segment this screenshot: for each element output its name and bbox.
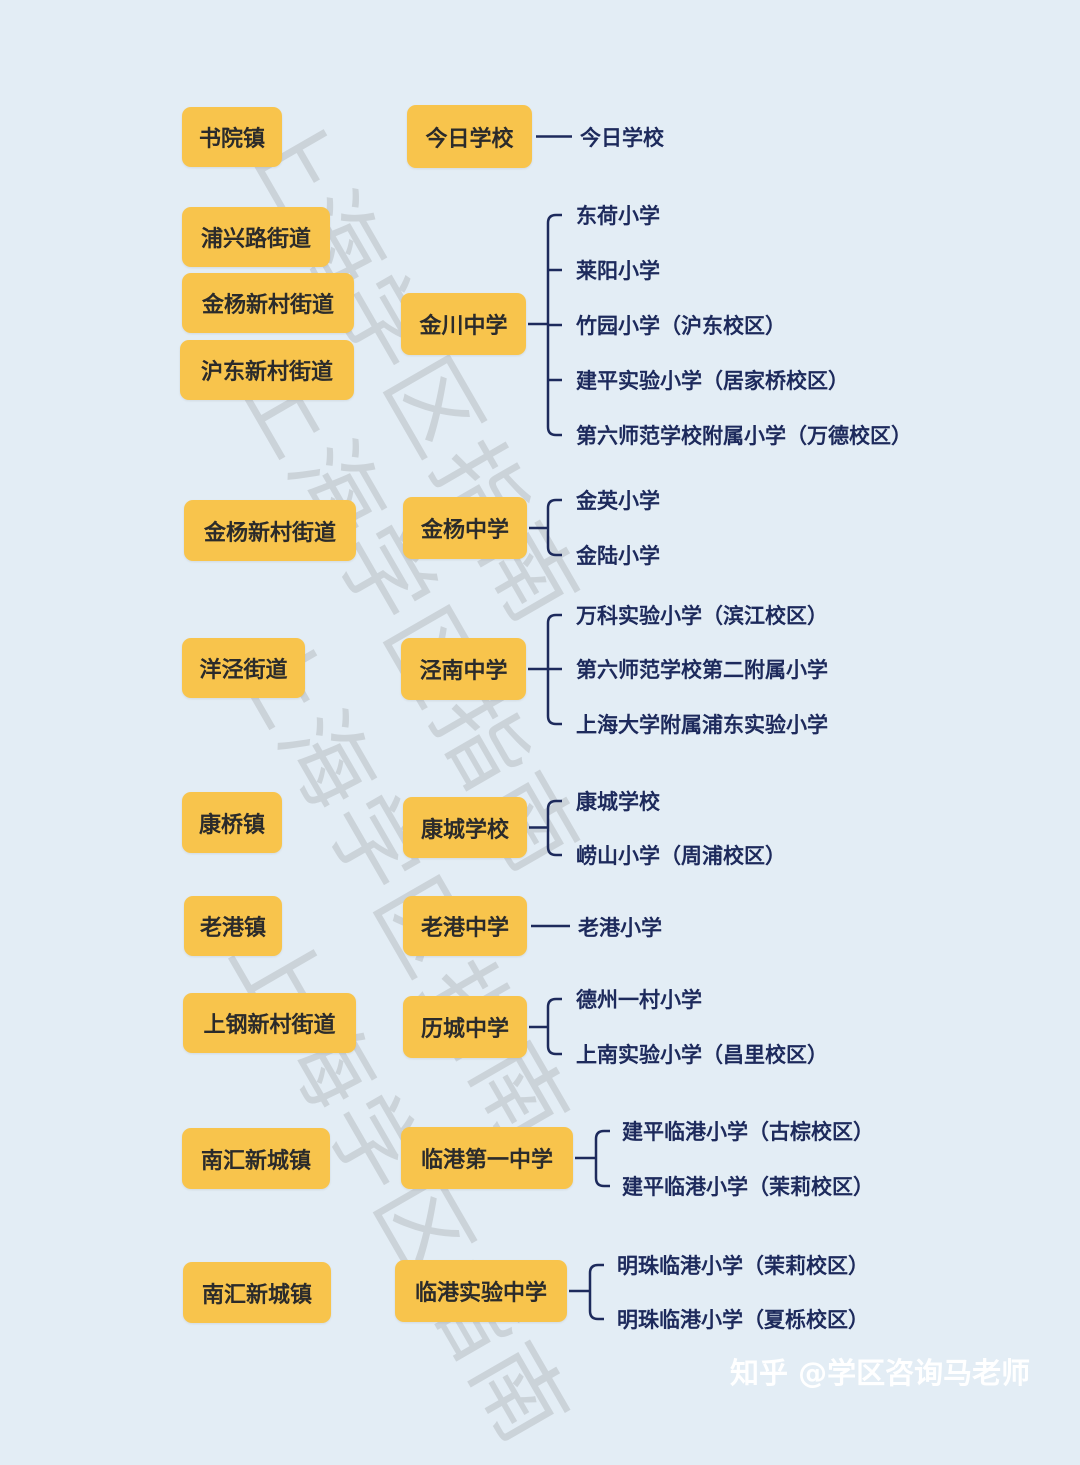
district-box: 浦兴路街道 <box>182 207 330 267</box>
middle-school-box: 老港中学 <box>403 896 527 956</box>
district-box: 金杨新村街道 <box>184 500 356 561</box>
middle-school-box: 金川中学 <box>401 293 526 355</box>
footer-credit: 知乎 @学区咨询马老师 <box>730 1356 1031 1390</box>
primary-school: 建平临港小学（茉莉校区） <box>622 1175 874 1199</box>
primary-school: 建平实验小学（居家桥校区） <box>576 369 849 393</box>
primary-school: 明珠临港小学（茉莉校区） <box>617 1254 869 1278</box>
bracket-connector <box>546 799 562 857</box>
middle-school-box: 临港实验中学 <box>395 1260 567 1322</box>
bracket-connector <box>588 1263 604 1321</box>
primary-school: 金英小学 <box>576 489 660 513</box>
primary-school: 上海大学附属浦东实验小学 <box>576 713 828 737</box>
middle-school-box: 今日学校 <box>407 105 532 168</box>
primary-school: 东荷小学 <box>576 204 660 228</box>
primary-school: 金陆小学 <box>576 544 660 568</box>
district-box: 老港镇 <box>184 896 282 956</box>
primary-school: 万科实验小学（滨江校区） <box>576 604 828 628</box>
middle-school-box: 金杨中学 <box>403 497 527 559</box>
district-box: 书院镇 <box>182 107 282 167</box>
middle-school-box: 康城学校 <box>403 797 527 858</box>
district-box: 南汇新城镇 <box>182 1128 330 1189</box>
primary-school: 德州一村小学 <box>576 988 702 1012</box>
district-box: 金杨新村街道 <box>182 273 354 333</box>
bracket-connector <box>546 498 562 557</box>
primary-school: 崂山小学（周浦校区） <box>576 844 786 868</box>
connector-lines <box>528 135 610 1321</box>
bracket-connector <box>594 1129 610 1188</box>
primary-school: 建平临港小学（古棕校区） <box>622 1120 874 1144</box>
district-box: 康桥镇 <box>182 792 282 853</box>
middle-school-box: 泾南中学 <box>401 638 526 700</box>
middle-school-box: 临港第一中学 <box>401 1127 573 1189</box>
primary-school: 第六师范学校第二附属小学 <box>576 658 828 682</box>
primary-school: 老港小学 <box>578 916 662 940</box>
primary-school: 第六师范学校附属小学（万德校区） <box>576 424 912 448</box>
district-box: 沪东新村街道 <box>180 340 354 400</box>
district-box: 上钢新村街道 <box>183 993 356 1053</box>
middle-school-box: 历城中学 <box>403 996 527 1058</box>
district-box: 南汇新城镇 <box>183 1262 331 1323</box>
district-box: 洋泾街道 <box>182 638 305 698</box>
primary-school: 明珠临港小学（夏栎校区） <box>617 1308 869 1332</box>
primary-school: 今日学校 <box>580 126 664 150</box>
primary-school: 莱阳小学 <box>576 259 660 283</box>
bracket-connector <box>546 997 562 1056</box>
primary-school: 康城学校 <box>576 790 660 814</box>
primary-school: 上南实验小学（昌里校区） <box>576 1043 828 1067</box>
primary-school: 竹园小学（沪东校区） <box>576 314 786 338</box>
